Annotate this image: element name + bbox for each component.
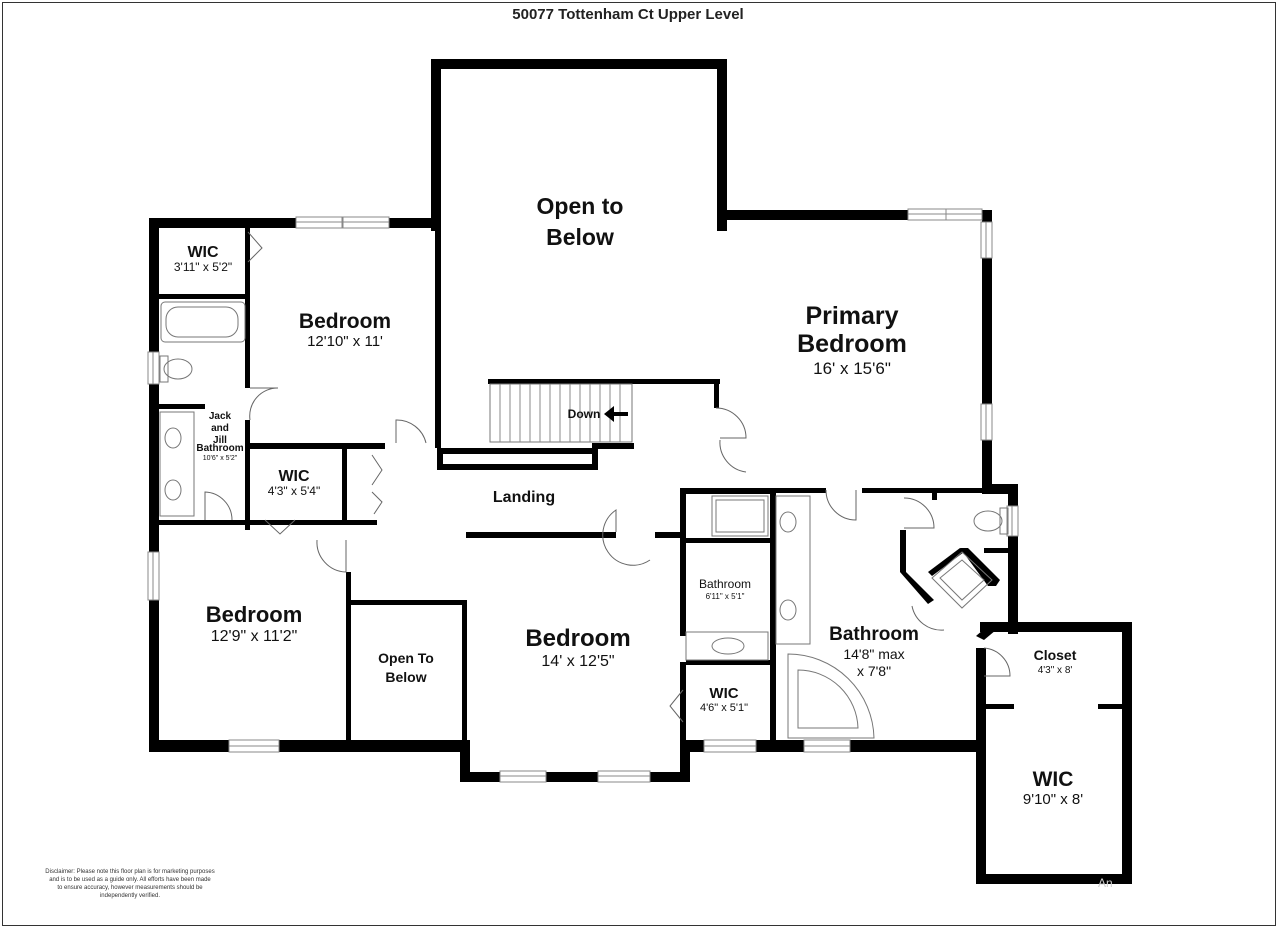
wic-large-label: WIC bbox=[1033, 768, 1074, 791]
disclaimer-line-3: to ensure accuracy, however measurements… bbox=[57, 885, 203, 891]
room-labels: Open to Below WIC 3'11" x 5'2" Bedroom 1… bbox=[174, 193, 1083, 808]
bedroom-nw-dims: 12'10" x 11' bbox=[307, 333, 383, 350]
plan-title: 50077 Tottenham Ct Upper Level bbox=[512, 6, 744, 23]
disclaimer-line-1: Disclaimer: Please note this floor plan … bbox=[45, 869, 215, 875]
jack-jill-label-1: Jack bbox=[209, 411, 232, 422]
down-arrow-icon bbox=[604, 406, 628, 422]
stairs-down-label: Down bbox=[568, 407, 601, 421]
primary-bedroom-label-2: Bedroom bbox=[797, 330, 907, 358]
bedroom-sw-label: Bedroom bbox=[206, 602, 303, 627]
walls bbox=[149, 59, 1132, 884]
open-to-below-small-label-1: Open To bbox=[378, 650, 434, 666]
closet-dims: 4'3" x 8' bbox=[1038, 665, 1073, 676]
open-to-below-small-label-2: Below bbox=[385, 669, 426, 685]
jack-jill-label-4: Bathroom bbox=[196, 443, 243, 454]
primary-bedroom-label-1: Primary bbox=[805, 302, 898, 330]
fixtures bbox=[159, 301, 1009, 739]
wic-top-dims: 3'11" x 5'2" bbox=[174, 260, 232, 274]
wic-top-label: WIC bbox=[187, 244, 219, 261]
landing-label: Landing bbox=[493, 489, 555, 506]
bathroom-small-dims: 6'11" x 5'1" bbox=[706, 592, 745, 601]
wic-small-label: WIC bbox=[709, 685, 738, 702]
bedroom-nw-label: Bedroom bbox=[299, 310, 391, 333]
bedroom-sw-dims: 12'9" x 11'2" bbox=[211, 628, 298, 645]
wic-mid-label: WIC bbox=[278, 468, 310, 485]
closet-label: Closet bbox=[1034, 647, 1077, 663]
jack-jill-label-2: and bbox=[211, 423, 229, 434]
disclaimer: Disclaimer: Please note this floor plan … bbox=[30, 868, 230, 900]
wic-large-dims: 9'10" x 8' bbox=[1023, 791, 1083, 808]
doors bbox=[204, 231, 1011, 723]
windows bbox=[147, 208, 1019, 783]
bathroom-primary-dims-2: x 7'8" bbox=[857, 663, 891, 679]
disclaimer-line-2: and is to be used as a guide only. All e… bbox=[49, 877, 211, 883]
bathroom-primary-label: Bathroom bbox=[829, 624, 919, 645]
open-to-below-label-2: Below bbox=[546, 224, 614, 250]
bedroom-center-dims: 14' x 12'5" bbox=[541, 653, 614, 670]
bedroom-center-label: Bedroom bbox=[525, 625, 630, 652]
jack-jill-dims: 10'6" x 5'2" bbox=[203, 455, 238, 462]
primary-bedroom-dims: 16' x 15'6" bbox=[813, 359, 891, 378]
watermark: An bbox=[1098, 876, 1113, 890]
wic-small-dims: 4'6" x 5'1" bbox=[700, 702, 748, 714]
stair-treads bbox=[499, 384, 621, 442]
jack-jill-label-3: Jill bbox=[213, 435, 227, 446]
disclaimer-line-4: independently verified. bbox=[99, 893, 161, 899]
open-to-below-label-1: Open to bbox=[537, 193, 624, 219]
bathroom-primary-dims-1: 14'8" max bbox=[843, 646, 904, 662]
bathroom-small-label: Bathroom bbox=[699, 577, 751, 591]
wic-mid-dims: 4'3" x 5'4" bbox=[268, 484, 320, 498]
